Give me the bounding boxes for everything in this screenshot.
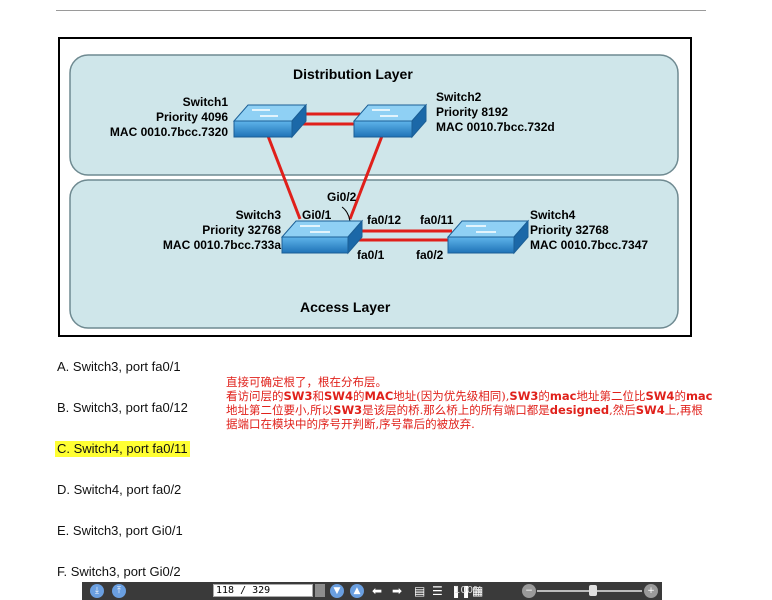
switch2-name: Switch2 [436, 90, 482, 104]
switch3-icon [280, 219, 364, 255]
option-e: E. Switch3, port Gi0/1 [57, 523, 183, 538]
option-d: D. Switch4, port fa0/2 [57, 482, 182, 497]
toolbar-spacer [134, 584, 210, 598]
thumbnail-grid-icon[interactable]: ▦ [472, 584, 484, 598]
switch2-icon [352, 103, 428, 139]
link-sw2-sw3 [348, 135, 384, 220]
switch4-icon [446, 219, 530, 255]
note-line-4: 据端口在模块中的序号开判断,序号靠后的被放弃. [226, 417, 475, 431]
gi0-2-pointer [341, 206, 351, 222]
switch4-mac: MAC 0010.7bcc.7347 [530, 238, 648, 252]
switch4-priority: Priority 32768 [530, 223, 609, 237]
network-diagram-svg: Distribution Layer Access Layer Switch1 … [69, 54, 679, 329]
two-page-icon[interactable]: ❚❚ [451, 584, 472, 598]
switch1-icon [232, 103, 308, 139]
option-f: F. Switch3, port Gi0/2 [57, 564, 181, 579]
zoom-level[interactable]: 100% [454, 585, 483, 596]
save-icon[interactable]: ⤓ [90, 584, 104, 598]
switch3-mac: MAC 0010.7bcc.733a [163, 238, 281, 252]
top-divider [56, 10, 706, 11]
access-layer-label: Access Layer [300, 299, 391, 315]
switch4-name: Switch4 [530, 208, 576, 222]
forward-arrow-icon[interactable]: ➡ [392, 584, 403, 598]
access-layer-box [69, 179, 679, 329]
port-fa0-1-label: fa0/1 [357, 248, 385, 262]
port-fa0-12-label: fa0/12 [367, 213, 401, 227]
switch2-priority: Priority 8192 [436, 105, 508, 119]
page-up-icon[interactable]: ▲ [350, 584, 364, 598]
zoom-slider-thumb[interactable] [589, 585, 597, 596]
upload-icon[interactable]: ⤒ [112, 584, 126, 598]
switch1-name: Switch1 [183, 95, 229, 109]
switch1-mac: MAC 0010.7bcc.7320 [110, 125, 228, 139]
port-fa0-11-label: fa0/11 [420, 213, 454, 227]
note-line-2: 看访问层的SW3和SW4的MAC地址(因为优先级相同),SW3的mac地址第二位… [226, 389, 713, 403]
single-page-icon[interactable]: ▤ [414, 584, 426, 598]
network-diagram: Distribution Layer Access Layer Switch1 … [58, 37, 692, 337]
note-line-1: 直接可确定根了，根在分布层。 [226, 375, 387, 389]
note-line-3: 地址第二位要小,所以SW3是该层的桥.那么桥上的所有端口都是designed,然… [226, 403, 703, 417]
page-down-icon[interactable]: ▼ [330, 584, 344, 598]
switch2-mac: MAC 0010.7bcc.732d [436, 120, 555, 134]
option-a: A. Switch3, port fa0/1 [57, 359, 181, 374]
page-number-input[interactable] [213, 584, 313, 597]
switch1-priority: Priority 4096 [156, 110, 228, 124]
switch3-name: Switch3 [236, 208, 282, 222]
zoom-in-icon[interactable]: + [644, 584, 658, 598]
back-arrow-icon[interactable]: ⬅ [372, 584, 383, 598]
distribution-layer-label: Distribution Layer [293, 66, 413, 82]
link-sw1-sw3 [266, 135, 302, 220]
page-dropdown-button[interactable] [315, 584, 325, 597]
option-c-highlighted: C. Switch4, port fa0/11 [55, 441, 190, 457]
option-b: B. Switch3, port fa0/12 [57, 400, 188, 415]
continuous-page-icon[interactable]: ☰ [432, 584, 443, 598]
port-gi0-1-label: Gi0/1 [302, 208, 332, 222]
port-fa0-2-label: fa0/2 [416, 248, 444, 262]
explanation-note: 直接可确定根了，根在分布层。 看访问层的SW3和SW4的MAC地址(因为优先级相… [226, 375, 756, 431]
port-gi0-2-label: Gi0/2 [327, 190, 357, 204]
pdf-viewer-toolbar: ⤓ ⤒ ▼ ▲ ⬅ ➡ ▤ ☰ ❚❚ ▦ 100% − + [82, 582, 662, 600]
zoom-out-icon[interactable]: − [522, 584, 536, 598]
switch3-priority: Priority 32768 [202, 223, 281, 237]
